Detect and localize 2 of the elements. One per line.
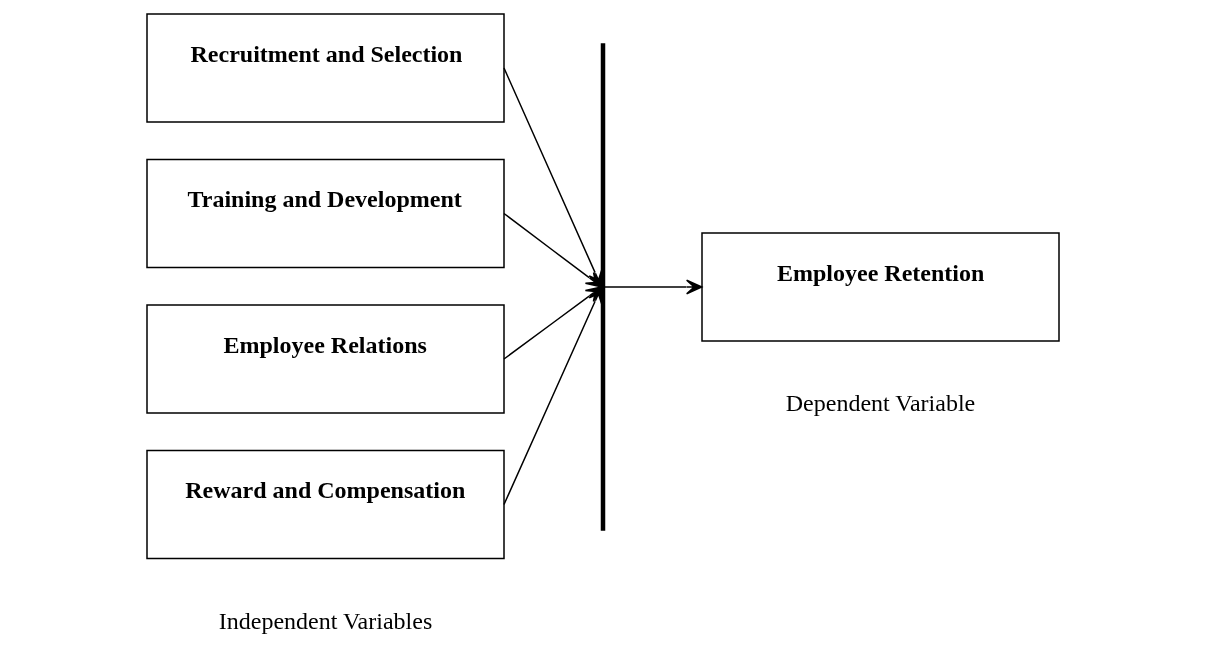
- label: Dependent Variable: [785, 390, 975, 417]
- label: Independent Variables: [218, 607, 432, 634]
